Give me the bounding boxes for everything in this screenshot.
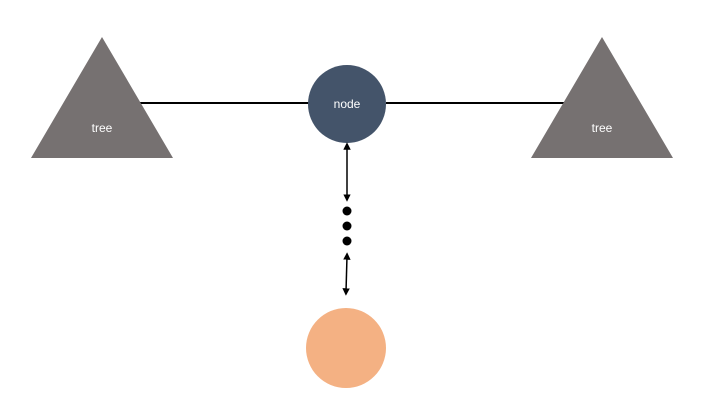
right-tree-label: tree	[592, 121, 613, 135]
right-tree-triangle	[531, 37, 673, 158]
ellipsis-dot-2	[342, 221, 352, 231]
ellipsis-dot-1	[342, 206, 352, 216]
ellipsis-dot-3	[342, 236, 352, 246]
lower-double-arrow	[342, 252, 351, 296]
bottom-node-circle	[306, 308, 386, 388]
top-node-circle	[308, 65, 386, 143]
left-tree-label: tree	[92, 121, 113, 135]
left-tree-triangle	[31, 37, 173, 158]
top-node-label: node	[334, 97, 361, 111]
